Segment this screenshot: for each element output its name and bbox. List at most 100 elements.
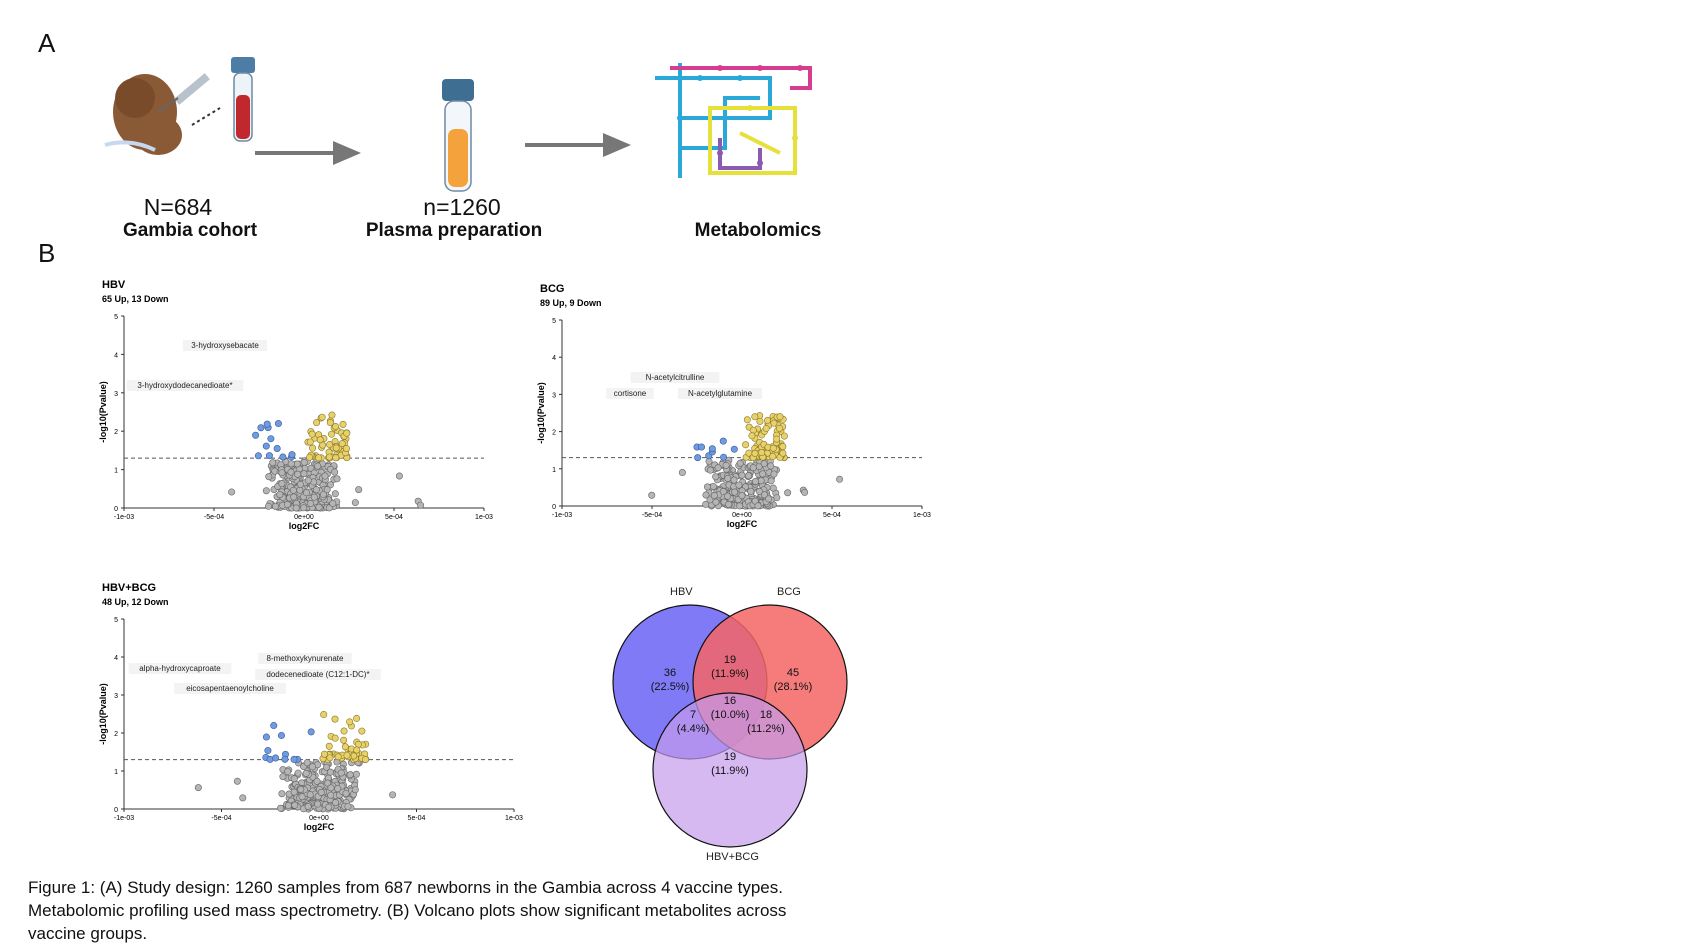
data-point-ns [389,791,397,799]
data-point-up [743,416,751,424]
data-point-ns [308,763,316,771]
data-point-ns [326,481,334,489]
data-point-up [331,715,339,723]
x-tick-label: -1e-03 [114,815,134,822]
point-annotation: 3-hydroxydodecanedioate* [137,381,232,390]
data-point-up [758,449,766,457]
data-point-ns [312,486,320,494]
venn-diagram: HBV BCG HBV+BCG 36 (22.5%) 19 (11.9%) 45… [612,586,848,863]
data-point-up [328,430,336,438]
data-point-ns [290,775,298,783]
data-point-ns [747,487,755,495]
y-tick-label: 3 [552,392,556,399]
x-tick-label: 5e-04 [823,512,841,519]
data-point-up [358,727,366,735]
y-tick-label: 0 [552,504,556,511]
venn-region-count: 16 [724,695,736,707]
data-point-up [332,423,340,431]
x-tick-label: 0e+00 [732,512,752,519]
y-tick-label: 2 [552,430,556,437]
data-point-ns [284,768,292,776]
data-point-down [270,722,278,730]
data-point-ns [287,460,295,468]
arrow-icon [255,141,361,165]
data-point-ns [298,793,306,801]
data-point-ns [278,790,286,798]
data-point-ns [334,785,342,793]
data-point-ns [310,493,318,501]
data-point-ns [315,503,323,511]
y-tick-label: 5 [114,314,118,321]
x-tick-label: 1e-03 [475,514,493,521]
venn-region-count: 7 [690,709,696,721]
data-point-ns [314,462,322,470]
data-point-down [288,451,296,459]
y-tick-label: 2 [114,731,118,738]
point-annotation: 8-methoxykynurenate [267,654,344,663]
data-point-up [306,438,314,446]
annotation-bg [126,380,244,391]
data-point-up [338,440,346,448]
data-point-ns [302,489,310,497]
data-point-up [770,419,778,427]
data-point-ns [292,504,300,512]
data-point-ns [323,763,331,771]
data-point-ns [730,476,738,484]
data-point-up [306,453,314,461]
annotation-bg [255,669,381,680]
data-point-ns [724,474,732,482]
data-point-ns [724,492,732,500]
newborn-illustration [104,73,221,155]
data-point-ns [279,773,287,781]
data-point-ns [759,470,767,478]
plot-title: HBV [102,279,126,291]
data-point-up [309,444,317,452]
data-point-down [262,442,270,450]
data-point-ns [324,779,332,787]
y-axis-label: -log10(Pvalue) [98,683,108,745]
plasma-count: n=1260 [423,194,501,220]
data-point-ns [265,473,273,481]
data-point-up [773,435,781,443]
y-tick-label: 1 [114,468,118,475]
data-point-ns [329,499,337,507]
metabolic-network-icon [655,63,812,178]
data-point-down [730,445,738,453]
data-point-ns [738,471,746,479]
y-tick-label: 0 [114,506,118,513]
plot-subtitle: 65 Up, 13 Down [102,294,169,304]
cohort-label: Gambia cohort [122,220,258,241]
data-point-ns [262,487,270,495]
x-tick-label: -1e-03 [114,514,134,521]
y-axis-label: -log10(Pvalue) [536,382,546,444]
data-point-ns [314,800,322,808]
venn-region-count: 18 [760,709,772,721]
data-point-up [353,714,361,722]
data-point-ns [836,475,844,483]
data-point-up [340,727,348,735]
data-point-ns [761,491,769,499]
y-tick-label: 2 [114,429,118,436]
data-point-ns [678,469,686,477]
data-point-ns [706,466,714,474]
data-point-up [334,753,342,761]
annotation-bg [606,388,654,399]
data-point-up [332,444,340,452]
data-point-ns [300,504,308,512]
data-point-up [315,454,323,462]
data-point-ns [333,475,341,483]
y-axis-label: -log10(Pvalue) [98,381,108,443]
data-point-up [316,436,324,444]
y-tick-label: 1 [552,467,556,474]
data-point-ns [327,791,335,799]
data-point-ns [706,496,714,504]
data-point-up [775,424,783,432]
plot-subtitle: 89 Up, 9 Down [540,298,602,308]
data-point-ns [712,473,720,481]
data-point-ns [767,462,775,470]
data-point-ns [767,477,775,485]
data-point-up [341,743,349,751]
plot-title: HBV+BCG [102,582,156,594]
venn-region-pct: (10.0%) [711,709,750,721]
data-point-ns [293,460,301,468]
